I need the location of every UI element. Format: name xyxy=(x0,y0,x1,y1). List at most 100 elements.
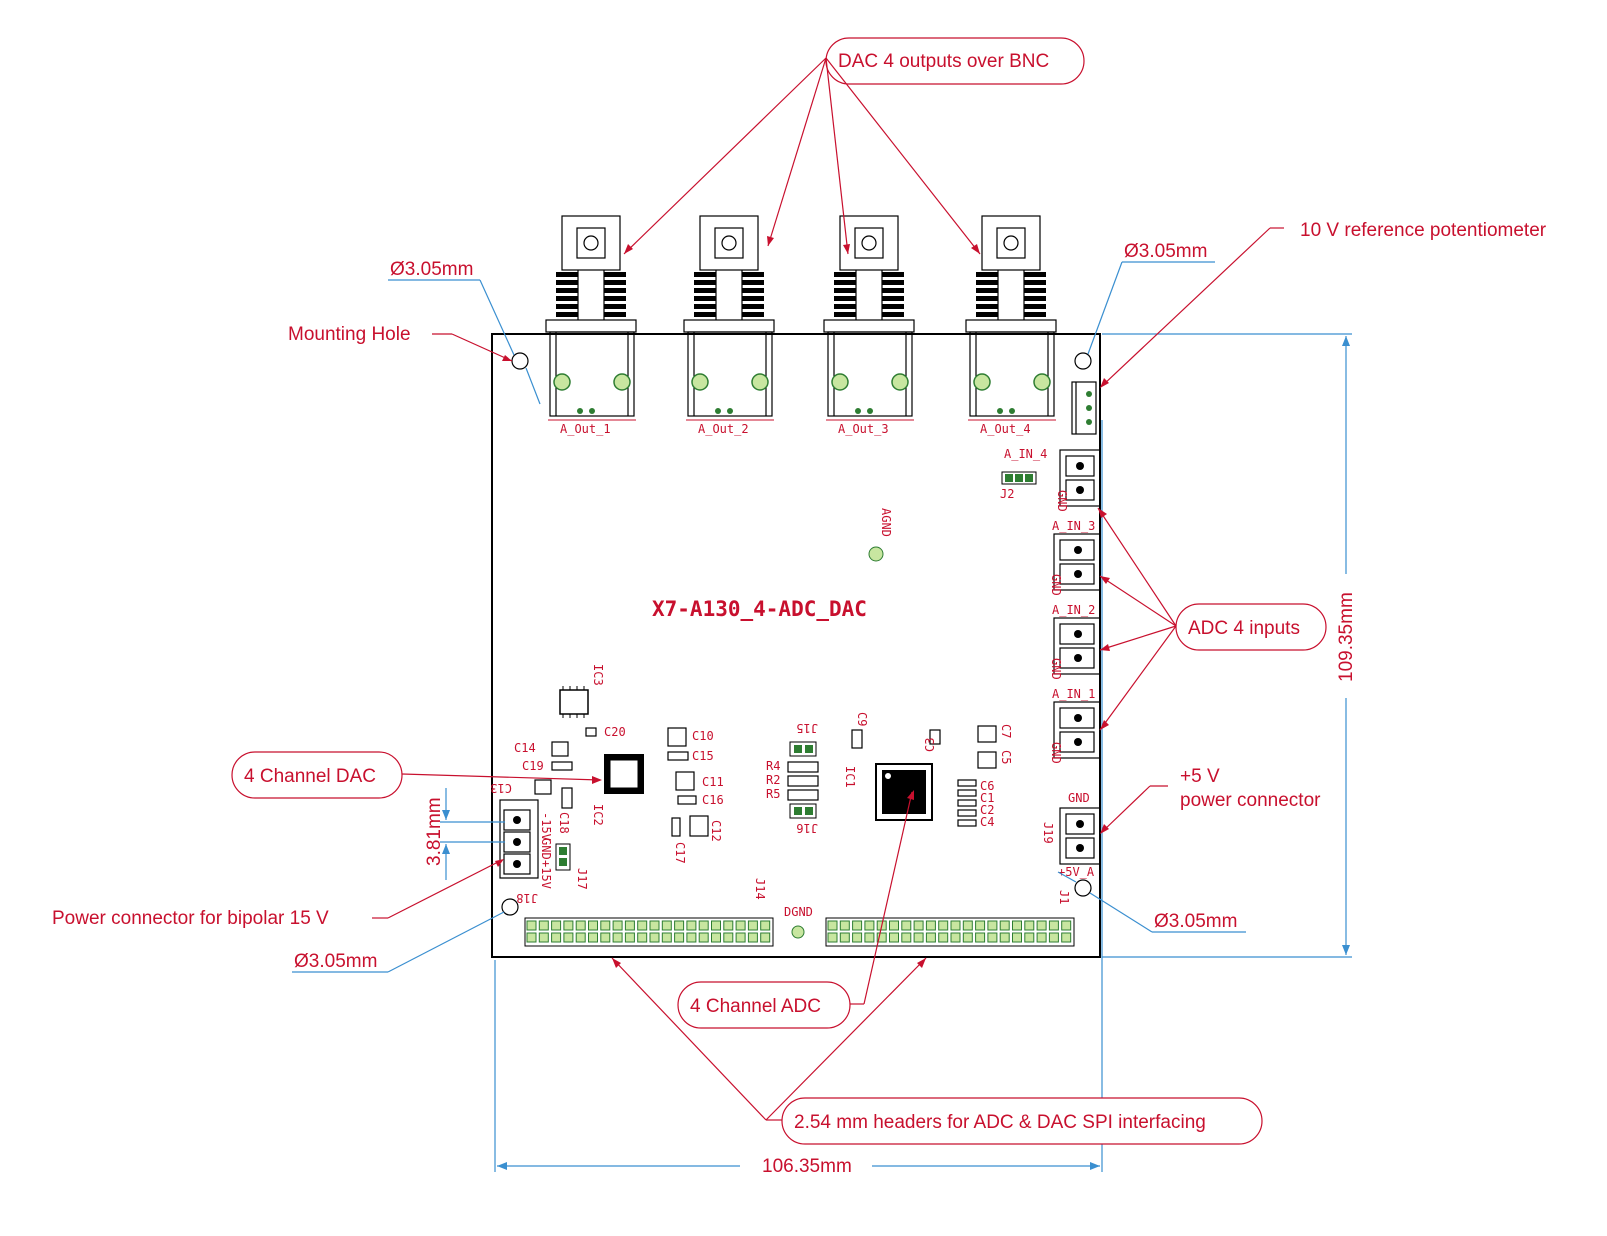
header-pin xyxy=(938,920,949,931)
header-pin xyxy=(876,932,887,943)
c18-label: C18 xyxy=(557,812,571,834)
dgnd-label: DGND xyxy=(784,905,813,919)
bnc-connector-4 xyxy=(965,215,1057,421)
header-pin xyxy=(938,932,949,943)
header-pin xyxy=(925,932,936,943)
header-pin xyxy=(575,932,586,943)
c10-label: C10 xyxy=(692,729,714,743)
ic2-dac-chip xyxy=(604,754,644,794)
c17-label: C17 xyxy=(673,842,687,864)
callout-headers-text: 2.54 mm headers for ADC & DAC SPI interf… xyxy=(794,1112,1206,1133)
header-pin xyxy=(864,932,875,943)
c14-label: C14 xyxy=(514,741,536,755)
terminal-bipolar-power xyxy=(499,799,539,879)
header-pin xyxy=(526,920,537,931)
gnd-label-ain1: GND xyxy=(1049,742,1063,764)
bnc-label-4: A_Out_4 xyxy=(980,422,1031,436)
agnd-label: AGND xyxy=(879,508,893,537)
header-pin xyxy=(1024,920,1035,931)
header-pin xyxy=(1061,920,1072,931)
header-pin xyxy=(735,920,746,931)
ic1-label: IC1 xyxy=(843,766,857,788)
callout-dac-outputs-text: DAC 4 outputs over BNC xyxy=(838,51,1049,72)
header-pin xyxy=(538,932,549,943)
header-pin xyxy=(551,920,562,931)
header-pin xyxy=(1012,920,1022,931)
header-pin xyxy=(999,932,1010,943)
c6-label: C6 xyxy=(980,779,994,793)
plus5va-label: +5V_A xyxy=(1058,865,1095,879)
callout-headers xyxy=(611,957,1263,1145)
hole-callout-top-right xyxy=(1087,261,1215,355)
passive-components xyxy=(534,725,997,837)
hole-callout-top-left xyxy=(388,279,541,405)
c19-label: C19 xyxy=(522,759,544,773)
header-pin xyxy=(563,920,574,931)
dimension-height xyxy=(1102,333,1352,958)
callout-5v-power-text-line1: +5 V xyxy=(1180,766,1220,787)
j18-label: J18 xyxy=(516,891,538,905)
hole-callout-bottom-right xyxy=(1057,871,1246,933)
mounting-hole-top-right xyxy=(1074,352,1092,370)
width-dimension-label: 106.35mm xyxy=(762,1156,852,1177)
c13-label: C13 xyxy=(490,781,512,795)
c12-label: C12 xyxy=(709,820,723,842)
terminal-5v-power xyxy=(1059,807,1101,865)
callout-reference-pot-text: 10 V reference potentiometer xyxy=(1300,220,1547,241)
callout-bipolar-power-text: Power connector for bipolar 15 V xyxy=(52,908,329,929)
header-pin xyxy=(723,932,734,943)
header-pin xyxy=(747,932,758,943)
header-pin xyxy=(1048,932,1059,943)
j14-label: J14 xyxy=(753,878,767,900)
header-pin xyxy=(551,932,562,943)
header-pin xyxy=(975,932,986,943)
mounting-hole-bottom-right xyxy=(1074,879,1092,897)
terminal-a-in-1 xyxy=(1053,701,1101,759)
header-pin xyxy=(950,920,961,931)
header-pin xyxy=(839,920,850,931)
callout-mounting-hole xyxy=(432,333,513,362)
header-pin xyxy=(1048,920,1059,931)
c1-label: C1 xyxy=(980,791,994,805)
j17-label: J17 xyxy=(575,868,589,890)
callout-5v-power-text-line2: power connector xyxy=(1180,790,1321,811)
hole-callout-bottom-left xyxy=(292,911,505,973)
header-pin xyxy=(612,920,623,931)
jumpers-j15-j16-j17 xyxy=(555,741,817,871)
agnd-test-point xyxy=(868,546,884,562)
header-pin xyxy=(698,920,709,931)
header-pin xyxy=(1024,932,1035,943)
dgnd-test-point xyxy=(791,925,805,939)
header-pin xyxy=(624,932,635,943)
header-pin xyxy=(925,920,936,931)
header-pin xyxy=(913,920,924,931)
c2-label: C2 xyxy=(980,803,994,817)
ain-label-3: A_IN_3 xyxy=(1052,519,1095,533)
header-pin xyxy=(624,920,635,931)
header-pin xyxy=(661,920,672,931)
c20-label: C20 xyxy=(604,725,626,739)
j2-label: J2 xyxy=(1000,487,1014,501)
callout-adc-chip-text: 4 Channel ADC xyxy=(690,996,821,1017)
gnd-label-ain2: GND xyxy=(1049,658,1063,680)
header-pin xyxy=(889,932,899,943)
dimension-width xyxy=(494,420,1103,1172)
reference-potentiometer xyxy=(1071,381,1097,435)
header-pin xyxy=(649,932,660,943)
bnc-connector-3 xyxy=(823,215,915,421)
header-pin xyxy=(852,920,863,931)
gnd-label-ain3: GND xyxy=(1049,574,1063,596)
j19-label: J19 xyxy=(1041,822,1055,844)
header-pin xyxy=(1061,932,1072,943)
c16-label: C16 xyxy=(702,793,724,807)
r2-label: R2 xyxy=(766,773,780,787)
gnd-label-bipolar: GND xyxy=(539,838,553,860)
header-pin xyxy=(852,932,863,943)
header-pin xyxy=(600,920,611,931)
header-pin xyxy=(563,932,574,943)
ic3-label: IC3 xyxy=(591,664,605,686)
bnc-label-3: A_Out_3 xyxy=(838,422,889,436)
bnc-connector-1 xyxy=(545,215,637,421)
header-pin xyxy=(827,932,838,943)
header-pin xyxy=(901,920,912,931)
